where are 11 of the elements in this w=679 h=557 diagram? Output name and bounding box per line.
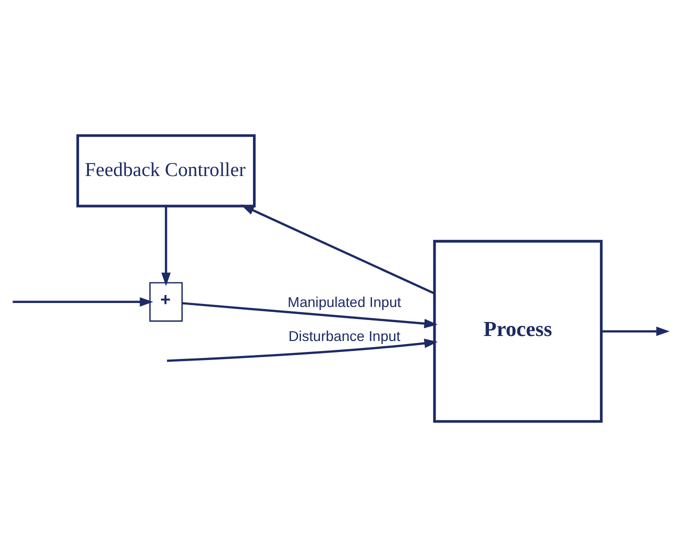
node-box: Process (433, 240, 603, 423)
arrow (182, 302, 438, 328)
edge-label: Manipulated Input (288, 295, 402, 312)
node-box: + (149, 282, 183, 322)
arrow (12, 297, 154, 307)
arrow (240, 204, 435, 294)
arrow (166, 338, 438, 362)
arrow (602, 326, 670, 336)
arrow (161, 206, 171, 286)
node-box: Feedback Controller (76, 134, 256, 208)
edge-label: Disturbance Input (288, 328, 400, 345)
